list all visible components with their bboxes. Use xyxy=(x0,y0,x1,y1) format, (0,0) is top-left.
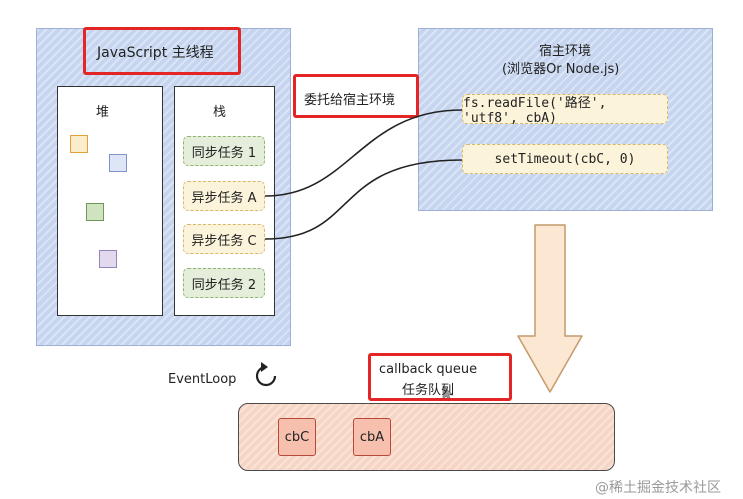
watermark: @稀土掘金技术社区 xyxy=(595,480,721,496)
callback-queue-subtitle: 任务队列 xyxy=(402,383,455,398)
host-item-readfile: fs.readFile('路径', 'utf8', cbA) xyxy=(462,94,668,126)
callback-queue-title: callback queue xyxy=(379,362,478,377)
stack-item-sync-1: 同步任务 1 xyxy=(183,136,265,166)
host-item-settimeout: setTimeout(cbC, 0) xyxy=(462,144,668,174)
heap-object-1 xyxy=(70,135,88,153)
js-thread-title-frame xyxy=(83,27,241,75)
delegate-label: 委托给宿主环境 xyxy=(304,93,396,108)
js-thread-title: JavaScript 主线程 xyxy=(97,45,214,61)
delegate-label-frame xyxy=(293,74,419,118)
queue-item-cbc: cbC xyxy=(278,418,316,456)
heap-label: 堆 xyxy=(96,105,110,120)
stack-label: 栈 xyxy=(213,105,227,120)
connector-async-c-to-settimeout xyxy=(264,159,463,240)
connector-async-a-to-readfile xyxy=(264,109,463,197)
down-arrow-to-queue-icon xyxy=(517,224,583,393)
queue-item-cba: cbA xyxy=(353,418,391,456)
event-loop-label: EventLoop xyxy=(168,372,237,387)
callback-queue-panel xyxy=(238,403,615,471)
stack-item-async-a: 异步任务 A xyxy=(183,181,265,211)
event-loop-icon xyxy=(255,365,277,387)
callback-queue-label-frame xyxy=(368,353,512,401)
heap-box: 堆 xyxy=(57,86,163,316)
stack-item-sync-2: 同步任务 2 xyxy=(183,268,265,298)
stack-item-async-c: 异步任务 C xyxy=(183,224,265,254)
heap-object-4 xyxy=(99,250,117,268)
heap-object-2 xyxy=(109,154,127,172)
host-subtitle: (浏览器Or Node.js) xyxy=(502,62,620,77)
host-title: 宿主环境 xyxy=(539,44,592,59)
heap-object-3 xyxy=(86,203,104,221)
event-loop-arrowhead-icon xyxy=(261,362,268,372)
